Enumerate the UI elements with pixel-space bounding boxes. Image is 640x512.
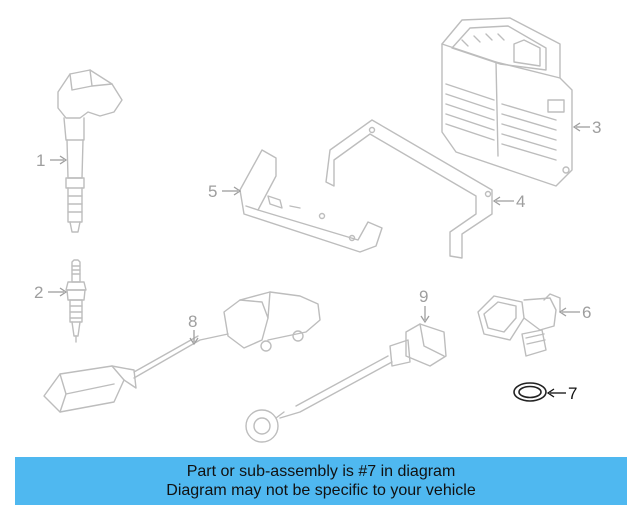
svg-text:3: 3 <box>592 118 601 137</box>
callout-3: 3 <box>572 118 601 137</box>
svg-text:7: 7 <box>568 384 577 403</box>
info-banner: Part or sub-assembly is #7 in diagram Di… <box>15 457 627 505</box>
svg-text:9: 9 <box>419 287 428 306</box>
banner-line-2: Diagram may not be specific to your vehi… <box>166 482 476 499</box>
svg-text:2: 2 <box>34 283 43 302</box>
svg-text:6: 6 <box>582 303 591 322</box>
callout-4: 4 <box>492 192 525 211</box>
callout-5: 5 <box>208 182 242 201</box>
svg-text:1: 1 <box>36 151 45 170</box>
callout-1: 1 <box>36 151 68 170</box>
ignition-coil-part <box>57 69 123 233</box>
knock-sensor-part <box>245 323 447 443</box>
callout-7: 7 <box>546 384 577 403</box>
callout-2: 2 <box>34 283 68 302</box>
callout-8: 8 <box>188 312 199 346</box>
o-ring-part <box>513 382 547 402</box>
svg-text:5: 5 <box>208 182 217 201</box>
engine-control-module-part <box>441 17 573 187</box>
svg-text:4: 4 <box>516 192 525 211</box>
callout-6: 6 <box>558 303 591 322</box>
banner-line-1: Part or sub-assembly is #7 in diagram <box>186 463 456 480</box>
parts-diagram: 1 2 3 4 5 6 7 8 9 <box>34 17 601 443</box>
callout-9: 9 <box>419 287 430 324</box>
svg-text:8: 8 <box>188 312 197 331</box>
cam-position-sensor-part <box>477 293 561 357</box>
mounting-bracket-part <box>325 119 493 259</box>
crank-position-sensor-part <box>43 291 321 413</box>
ecu-bracket-part <box>239 149 383 253</box>
spark-plug-part <box>65 259 87 343</box>
